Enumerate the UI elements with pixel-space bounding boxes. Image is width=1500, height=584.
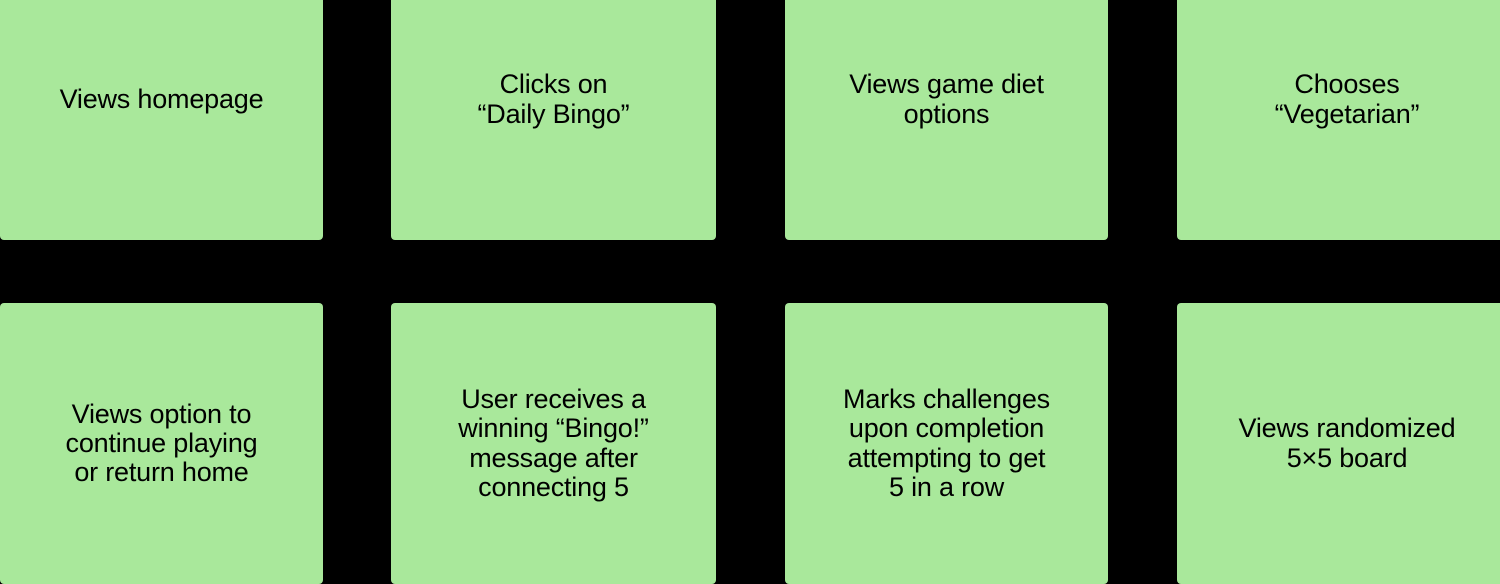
storyboard-card-label: Chooses “Vegetarian” (1274, 69, 1420, 129)
storyboard-card-step-5[interactable]: Views randomized 5×5 board (1177, 303, 1500, 584)
storyboard-card-step-2[interactable]: Clicks on “Daily Bingo” (391, 0, 716, 240)
storyboard-card-step-4[interactable]: Chooses “Vegetarian” (1177, 0, 1500, 240)
storyboard-card-label: User receives a winning “Bingo!” message… (458, 384, 649, 502)
storyboard-card-label: Marks challenges upon completion attempt… (843, 384, 1050, 502)
storyboard-card-label: Views randomized 5×5 board (1238, 413, 1456, 473)
storyboard-card-label: Clicks on “Daily Bingo” (477, 69, 630, 129)
storyboard-card-label: Views game diet options (849, 69, 1044, 129)
storyboard-card-step-7[interactable]: User receives a winning “Bingo!” message… (391, 303, 716, 584)
storyboard-card-step-8[interactable]: Views option to continue playing or retu… (0, 303, 323, 584)
storyboard-card-label: Views option to continue playing or retu… (65, 398, 258, 488)
storyboard-card-step-6[interactable]: Marks challenges upon completion attempt… (785, 303, 1108, 584)
storyboard-card-step-3[interactable]: Views game diet options (785, 0, 1108, 240)
storyboard-card-label: Views homepage (59, 83, 264, 114)
storyboard-card-step-1[interactable]: Views homepage (0, 0, 323, 240)
